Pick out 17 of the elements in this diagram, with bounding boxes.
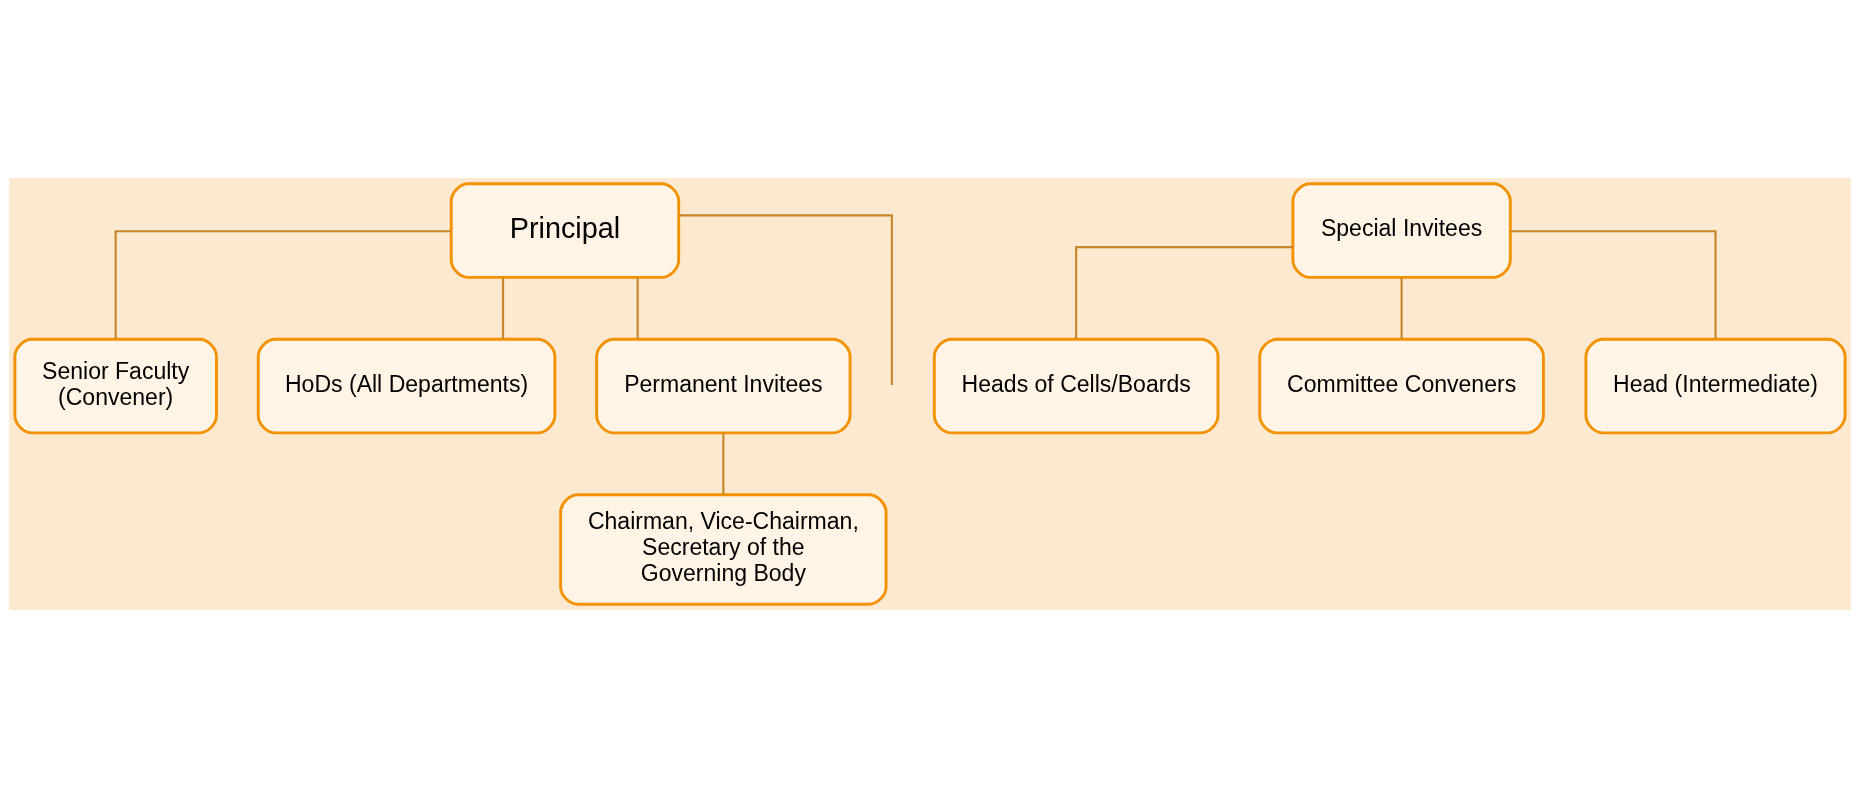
node-box: Principal [449, 181, 681, 279]
node-box: Chairman, Vice-Chairman, Secretary of the Governing Body [559, 492, 888, 606]
connector [1510, 229, 1717, 339]
node-box: Senior Faculty (Convener) [13, 337, 218, 434]
node-box: Committee Conveners [1258, 337, 1545, 434]
connector [636, 277, 639, 339]
connector [722, 432, 725, 495]
node-box: Permanent Invitees [595, 337, 852, 434]
connector [1075, 245, 1293, 339]
node-box: HoDs (All Departments) [256, 337, 557, 434]
node-box: Special Invitees [1291, 181, 1512, 279]
connector [501, 277, 505, 339]
connector [678, 213, 893, 385]
connector [1400, 277, 1403, 339]
node-box: Head (Intermediate) [1584, 337, 1847, 434]
node-box: Heads of Cells/Boards [932, 337, 1220, 434]
connector [114, 229, 451, 339]
